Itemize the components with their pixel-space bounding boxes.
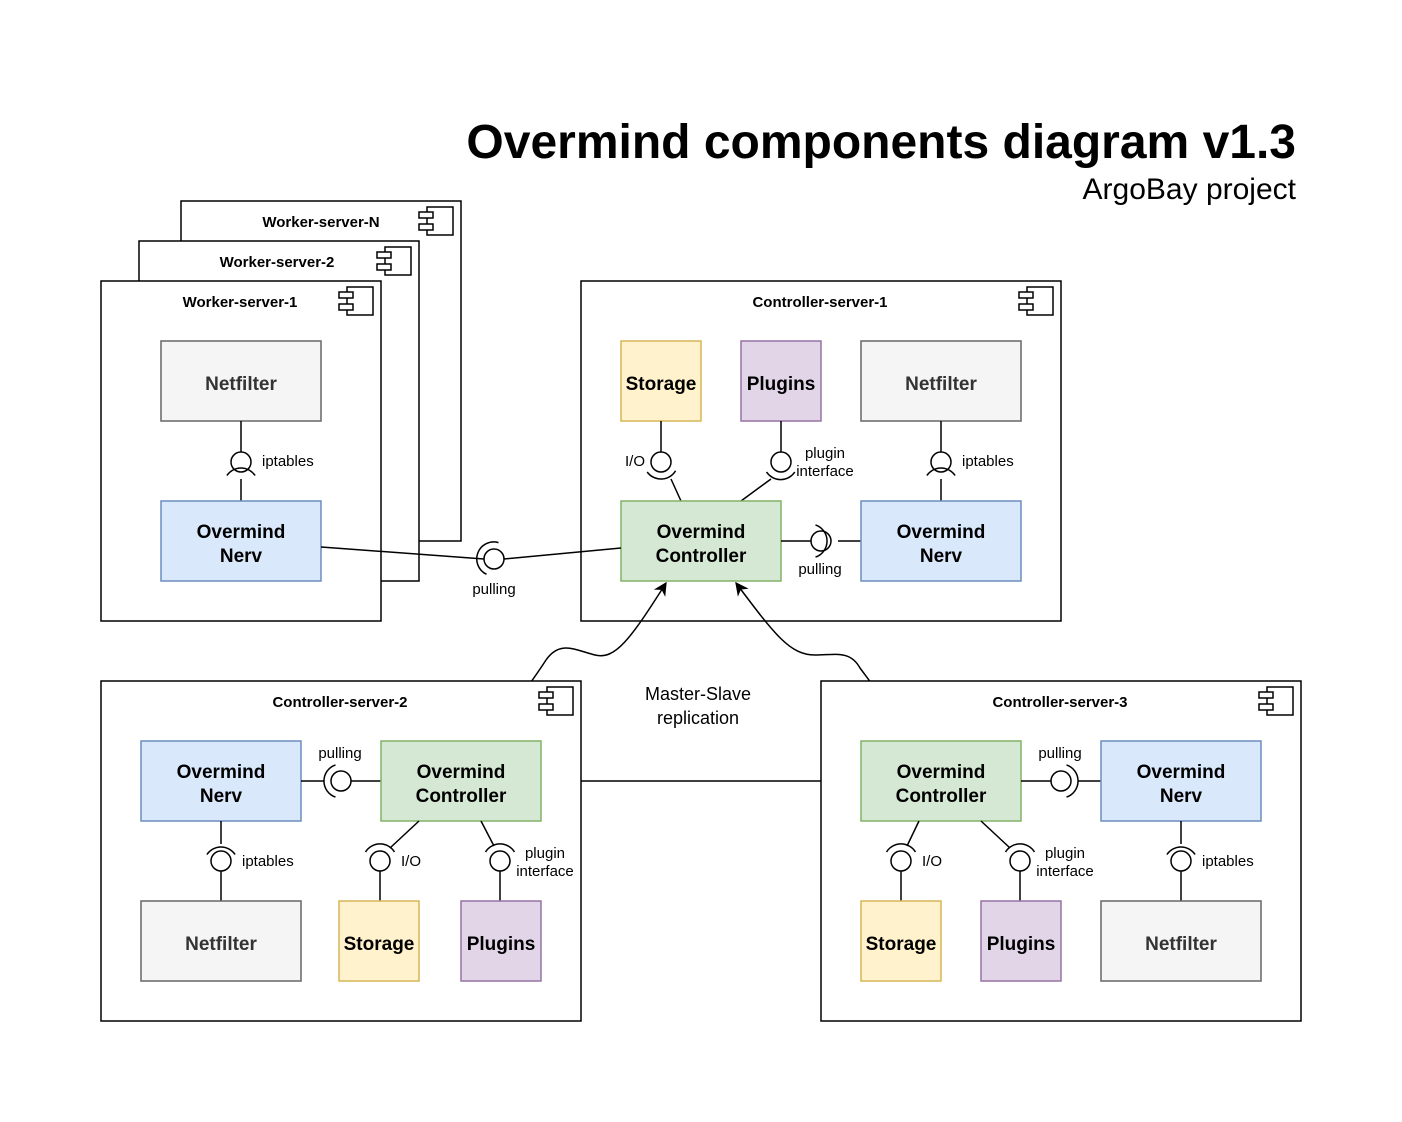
netfilter-box [140,900,302,982]
required-interface-icon [1166,846,1196,855]
overmind-controller-box [620,500,782,582]
provided-interface-icon [930,451,952,473]
replication-links: Master-Slave replication [489,581,912,788]
controller-server-3: Controller-server-3 Overmind Controller … [820,680,1302,1022]
overmind-nerv-box [140,740,302,822]
required-interface-icon [206,846,236,855]
replication-label-2: replication [657,708,739,728]
controller-server-3-label: Controller-server-3 [992,694,1127,711]
controller-server-1: Controller-server-1 Storage Plugins Netf… [580,280,1062,622]
required-interface-icon [885,843,917,853]
required-interface-icon [484,843,516,853]
plugin-interface-label-2: interface [1036,863,1094,880]
pulling-label: pulling [1038,745,1081,762]
provided-interface-icon [770,451,792,473]
controller-server-2-label: Controller-server-2 [272,694,407,711]
worker-server-1: Worker-server-1 Netfilter iptables Overm… [100,280,382,622]
required-interface-icon [476,541,499,575]
netfilter-box [160,340,322,422]
worker-server-2-label: Worker-server-2 [220,254,335,271]
plugins-box [740,340,822,422]
required-interface-icon [815,524,828,558]
netfilter-box [1100,900,1262,982]
overmind-nerv-box [1100,740,1262,822]
overmind-nerv-label-2: Nerv [200,786,243,807]
io-label: I/O [922,853,942,870]
required-interface-icon [364,843,396,853]
plugins-label: Plugins [747,374,816,395]
overmind-controller-label-2: Controller [416,786,507,807]
overmind-controller-label-1: Overmind [657,522,746,543]
iptables-label: iptables [262,453,314,470]
overmind-nerv-label-2: Nerv [1160,786,1203,807]
netfilter-label: Netfilter [1145,934,1217,955]
storage-label: Storage [344,934,415,955]
netfilter-label: Netfilter [205,374,277,395]
overmind-controller-label-2: Controller [656,546,747,567]
plugin-interface-label-1: plugin [1045,845,1085,862]
overmind-nerv-label-1: Overmind [177,762,266,783]
netfilter-label: Netfilter [905,374,977,395]
netfilter-box [860,340,1022,422]
controller-server-1-label: Controller-server-1 [752,294,887,311]
netfilter-label: Netfilter [185,934,257,955]
provided-interface-icon [483,548,505,570]
plugins-label: Plugins [467,934,536,955]
plugin-interface-label-1: plugin [805,445,845,462]
iptables-label: iptables [1202,853,1254,870]
required-interface-icon [323,764,336,798]
controller-server-2: Controller-server-2 Overmind Nerv pullin… [100,680,582,1022]
required-interface-icon [1004,843,1036,853]
io-label: I/O [625,453,645,470]
iptables-label: iptables [242,853,294,870]
pulling-label: pulling [472,581,515,598]
storage-box [860,900,942,982]
overmind-nerv-box [160,500,322,582]
plugin-interface-label-2: interface [516,863,574,880]
plugin-interface-label-2: interface [796,463,854,480]
provided-interface-icon [810,530,832,552]
pulling-label: pulling [318,745,361,762]
overmind-controller-box [860,740,1022,822]
overmind-nerv-label-1: Overmind [197,522,286,543]
required-interface-icon [926,467,956,476]
plugins-box [460,900,542,982]
overmind-controller-label-1: Overmind [897,762,986,783]
overmind-nerv-box [860,500,1022,582]
overmind-controller-box [380,740,542,822]
provided-interface-icon [650,451,672,473]
diagram-title: Overmind components diagram v1.3 [466,116,1296,169]
plugins-box [980,900,1062,982]
worker-server-n-label: Worker-server-N [262,214,379,231]
overmind-nerv-label-2: Nerv [920,546,963,567]
diagram-subtitle: ArgoBay project [1083,173,1297,206]
storage-label: Storage [866,934,937,955]
overmind-nerv-label-1: Overmind [897,522,986,543]
pulling-label: pulling [798,561,841,578]
iptables-label: iptables [962,453,1014,470]
overmind-nerv-label-1: Overmind [1137,762,1226,783]
required-interface-icon [646,470,677,480]
required-interface-icon [1066,764,1079,798]
storage-label: Storage [626,374,697,395]
provided-interface-icon [1050,770,1072,792]
worker-server-1-label: Worker-server-1 [183,294,298,311]
required-interface-icon [765,471,796,481]
storage-box [338,900,420,982]
overmind-controller-label-1: Overmind [417,762,506,783]
required-interface-icon [226,467,256,476]
plugins-label: Plugins [987,934,1056,955]
plugin-interface-label-1: plugin [525,845,565,862]
provided-interface-icon [230,451,252,473]
overmind-nerv-label-2: Nerv [220,546,263,567]
io-label: I/O [401,853,421,870]
overmind-controller-label-2: Controller [896,786,987,807]
replication-label-1: Master-Slave [645,684,751,704]
